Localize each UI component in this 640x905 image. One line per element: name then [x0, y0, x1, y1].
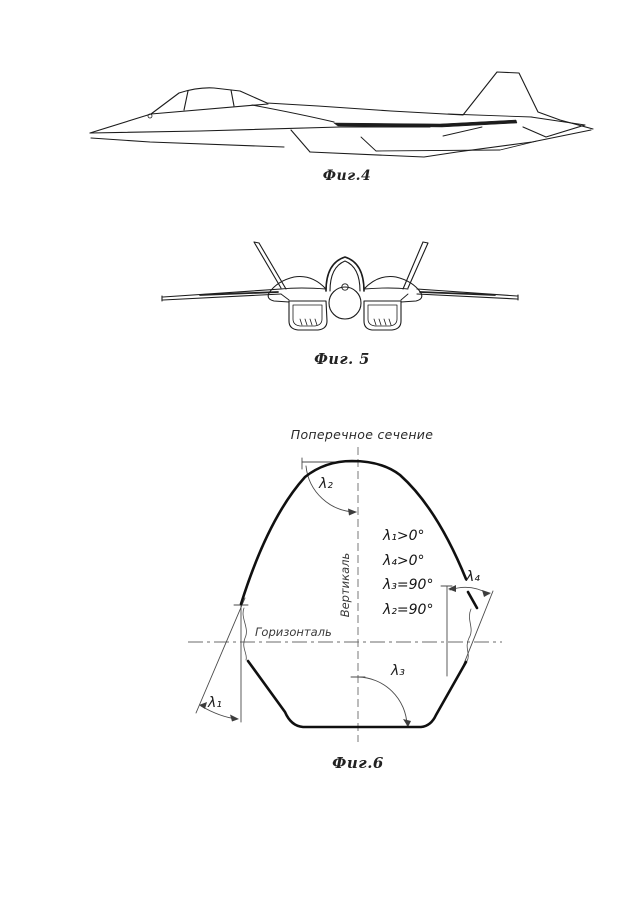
fuselage-shoulders — [267, 275, 423, 303]
vertical-axis-label: Вертикаль — [338, 552, 352, 618]
canopy-front — [325, 256, 365, 292]
section-lower-outline — [246, 659, 468, 729]
fig4-caption: Фиг.4 — [322, 168, 372, 184]
lambda3-construction — [350, 676, 408, 726]
dimension-arrowheads — [199, 508, 491, 727]
fig5-caption: Фиг. 5 — [314, 351, 370, 368]
engine-intakes — [288, 300, 402, 331]
angle-conditions-list: λ₁>0° λ₄>0° λ₃=90° λ₂=90° — [383, 524, 433, 622]
fig6-caption: Фиг.6 — [332, 754, 384, 772]
fig4-aircraft-side-view-drawing — [89, 71, 594, 158]
canopy — [147, 89, 269, 119]
lambda2-angle-label: λ₂ — [319, 476, 333, 492]
fig5-aircraft-front-view-drawing — [161, 241, 519, 331]
lambda1-angle-label: λ₁ — [208, 695, 222, 711]
horizontal-stabilizer — [522, 116, 586, 138]
lambda4-angle-label: λ₄ — [466, 569, 480, 585]
horizontal-axis-label: Горизонталь — [255, 625, 332, 639]
fig6-cross-section-diagram — [188, 447, 502, 742]
angle-condition-4: λ₂=90° — [383, 601, 434, 618]
nose-cone — [328, 283, 362, 320]
fuselage-lower-outline — [89, 126, 592, 158]
angle-condition-2: λ₄>0° — [383, 552, 425, 569]
fig6-title: Поперечное сечение — [290, 427, 434, 442]
fuselage-upper-outline — [89, 71, 594, 134]
section-right-tangent-segment — [466, 590, 479, 610]
angle-condition-1: λ₁>0° — [383, 528, 425, 544]
wing — [251, 104, 518, 137]
lambda3-angle-label: λ₃ — [391, 663, 405, 679]
section-upper-outline — [239, 459, 468, 606]
lambda4-construction — [440, 585, 494, 677]
vertical-tails — [253, 241, 429, 290]
angle-condition-3: λ₃=90° — [383, 577, 434, 593]
wings — [161, 288, 519, 302]
